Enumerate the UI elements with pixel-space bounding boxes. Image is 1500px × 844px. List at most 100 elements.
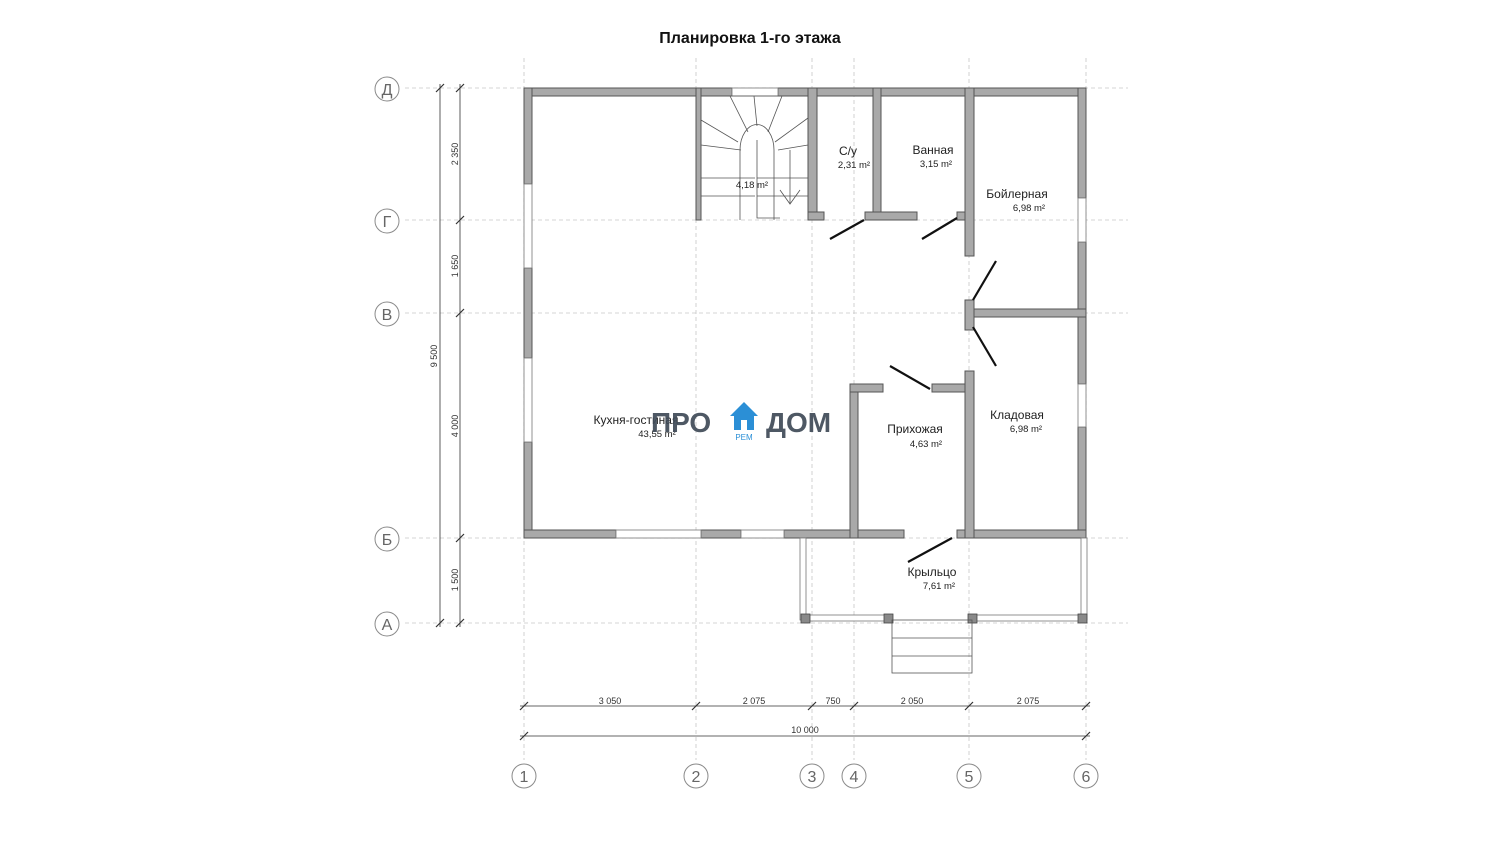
door-entrance bbox=[907, 537, 953, 563]
dim-tick bbox=[1081, 701, 1091, 711]
wall-hall-left bbox=[849, 383, 859, 539]
logo-text-right: ДОМ bbox=[766, 407, 831, 438]
dim-tick bbox=[455, 533, 465, 543]
room-labels: 4,18 m² С/у 2,31 m² Ванная 3,15 m² Бойле… bbox=[594, 143, 1048, 592]
axis-bubble-3 bbox=[799, 763, 825, 789]
stair-line bbox=[767, 95, 783, 133]
stair-line bbox=[700, 119, 739, 143]
room-area-porch: 7,61 m² bbox=[923, 581, 955, 592]
watermark-logo: ПРО РЕМ ДОМ bbox=[651, 402, 831, 442]
porch-rail-bottom-right bbox=[971, 614, 1083, 622]
wall-hall-top bbox=[931, 383, 966, 393]
wall-bottom-right bbox=[956, 529, 1087, 539]
window-left-1 bbox=[523, 183, 533, 269]
room-name-hall: Прихожая bbox=[887, 422, 943, 436]
dim-tick bbox=[519, 701, 529, 711]
dim-b-a: 1 500 bbox=[450, 569, 460, 592]
dim-4-5: 2 050 bbox=[901, 696, 924, 706]
wall-left-1 bbox=[523, 87, 533, 185]
dim-tick bbox=[1081, 731, 1091, 741]
door-boiler bbox=[972, 260, 997, 301]
logo-text-left: ПРО bbox=[651, 407, 711, 438]
dim-tick bbox=[964, 701, 974, 711]
wall-mid-post bbox=[964, 299, 975, 331]
axis-label-6: 6 bbox=[1082, 769, 1091, 786]
axis-label-a: А bbox=[382, 617, 393, 634]
window-right-1 bbox=[1077, 197, 1087, 243]
room-area-hall: 4,63 m² bbox=[910, 439, 942, 450]
window-left-2 bbox=[523, 357, 533, 443]
door-bath bbox=[921, 217, 958, 240]
wall-bath-boiler bbox=[964, 87, 975, 257]
dim-tick bbox=[455, 83, 465, 93]
porch-post bbox=[1077, 613, 1088, 624]
porch-post bbox=[967, 613, 978, 624]
porch-rail-right bbox=[1080, 537, 1088, 621]
room-name-kitchen: Кухня-гостиная bbox=[594, 413, 679, 427]
porch-steps bbox=[891, 619, 973, 674]
wall-stair-left bbox=[695, 87, 702, 221]
dim-tick bbox=[807, 701, 817, 711]
room-area-kitchen: 43,55 m² bbox=[638, 429, 676, 440]
axis-bubble-6 bbox=[1073, 763, 1099, 789]
window-top-stair bbox=[731, 87, 779, 97]
wall-top-left bbox=[523, 87, 697, 97]
room-name-boiler: Бойлерная bbox=[986, 187, 1047, 201]
plan-title: Планировка 1-го этажа bbox=[659, 30, 841, 47]
axis-label-4: 4 bbox=[850, 769, 859, 786]
dim-tick bbox=[455, 308, 465, 318]
house-icon bbox=[730, 402, 758, 430]
dim-total-vertical: 9 500 bbox=[429, 345, 439, 368]
porch-post bbox=[883, 613, 894, 624]
wall-wc-stub bbox=[807, 211, 825, 221]
porch-rail-left bbox=[799, 537, 807, 621]
wall-bath-bottom bbox=[864, 211, 918, 221]
dim-v-b: 4 000 bbox=[450, 415, 460, 438]
wall-boiler-storage bbox=[973, 308, 1087, 318]
axis-bubble-5 bbox=[956, 763, 982, 789]
stair-path bbox=[756, 140, 780, 219]
dim-tick bbox=[455, 215, 465, 225]
stair-line bbox=[729, 95, 749, 133]
horizontal-dimensions: 3 050 2 075 750 2 050 2 075 10 000 bbox=[519, 696, 1091, 741]
porch bbox=[799, 537, 1088, 674]
wall-bottom-3 bbox=[783, 529, 855, 539]
axis-bubbles-numbers: 1 2 3 4 5 6 bbox=[511, 763, 1099, 789]
wall-stair-right bbox=[807, 87, 818, 221]
axis-label-g: Г bbox=[383, 214, 392, 231]
windows bbox=[523, 87, 1087, 539]
dim-tick bbox=[435, 83, 445, 93]
axis-bubble-d bbox=[374, 76, 400, 102]
axis-label-b: Б bbox=[382, 532, 393, 549]
dim-g-v: 1 650 bbox=[450, 255, 460, 278]
wall-wc-bath bbox=[872, 87, 882, 221]
axis-label-2: 2 bbox=[692, 769, 701, 786]
logo-sub-text: РЕМ bbox=[735, 433, 753, 442]
room-name-wc: С/у bbox=[839, 144, 857, 158]
wall-storage-left bbox=[964, 370, 975, 539]
axis-bubble-1 bbox=[511, 763, 537, 789]
porch-rail-bottom-left bbox=[805, 614, 889, 622]
wall-bottom-1 bbox=[523, 529, 617, 539]
stair-line bbox=[700, 144, 742, 151]
axis-bubbles-letters: Д Г В Б А bbox=[374, 76, 400, 637]
doors bbox=[829, 217, 997, 563]
dim-3-4: 750 bbox=[825, 696, 840, 706]
window-bottom-1 bbox=[615, 529, 702, 539]
door-storage bbox=[972, 326, 997, 367]
door-hall bbox=[889, 365, 931, 390]
dim-tick bbox=[435, 618, 445, 628]
staircase bbox=[700, 95, 809, 220]
axis-bubble-a bbox=[374, 611, 400, 637]
room-name-storage: Кладовая bbox=[990, 408, 1044, 422]
dim-tick bbox=[849, 701, 859, 711]
dim-2-3: 2 075 bbox=[743, 696, 766, 706]
stair-line bbox=[777, 144, 809, 151]
axis-label-1: 1 bbox=[520, 769, 529, 786]
window-right-2 bbox=[1077, 383, 1087, 428]
wall-top-right bbox=[777, 87, 1087, 97]
dim-1-2: 3 050 bbox=[599, 696, 622, 706]
axis-label-5: 5 bbox=[965, 769, 974, 786]
wall-bath-stub bbox=[956, 211, 966, 221]
